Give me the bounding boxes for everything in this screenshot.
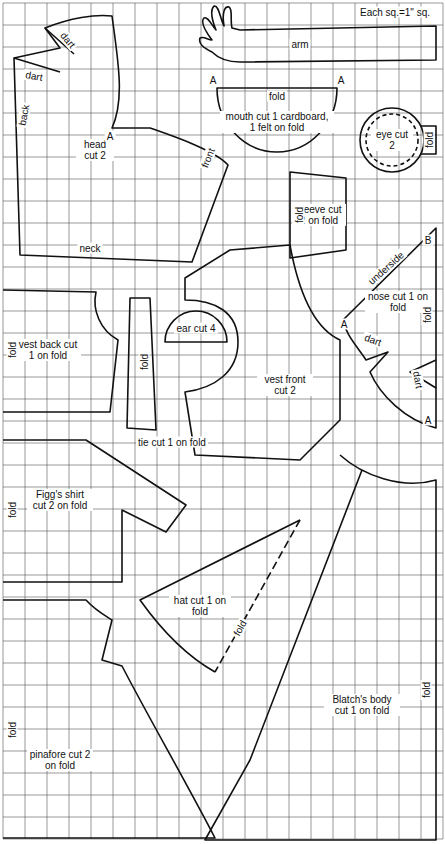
eye-piece [360, 108, 424, 172]
nose-piece [343, 228, 436, 428]
pattern-label: hat cut 1 on fold [169, 595, 231, 617]
grid-line [3, 421, 443, 422]
pattern-label: A [339, 319, 350, 330]
pattern-label: arm [289, 39, 310, 50]
grid-line [3, 201, 443, 202]
grid-line [3, 3, 443, 4]
pattern-label: pinafore cut 2 on fold [27, 749, 93, 771]
vest-front-piece [185, 245, 340, 460]
arm-piece [200, 6, 436, 62]
pinafore-piece [3, 600, 215, 838]
pattern-label: ear cut 4 [174, 323, 218, 334]
tie-piece [127, 298, 156, 430]
pattern-label: eye cut 2 [371, 129, 413, 151]
pattern-label: A [336, 75, 347, 86]
grid-line [3, 795, 443, 796]
pattern-label: back [16, 102, 31, 129]
pattern-label: vest front cut 2 [257, 374, 313, 396]
grid-line [3, 619, 443, 620]
pattern-label: fold [424, 130, 435, 150]
pattern-label: A [105, 131, 116, 142]
grid-line [3, 531, 443, 532]
shirt-piece [3, 440, 186, 582]
hat-piece [140, 520, 300, 672]
pattern-label: Figg's shirt cut 2 on fold [27, 489, 93, 511]
grid-line [3, 223, 443, 224]
pattern-label: dart [23, 69, 46, 84]
pattern-label: dart [411, 369, 426, 392]
sleeve-piece [290, 172, 346, 258]
pattern-label: neck [77, 243, 102, 254]
pattern-label: mouth cut 1 cardboard, 1 felt on fold [220, 111, 334, 133]
body-piece [205, 455, 436, 840]
pattern-label: fold [267, 91, 287, 102]
grid-line [3, 157, 443, 158]
pattern-label: fold [294, 205, 305, 225]
pattern-label: fold [422, 305, 433, 325]
grid-line [3, 553, 443, 554]
pattern-label: A [208, 75, 219, 86]
grid-line [3, 69, 443, 70]
vest-back-piece [3, 290, 118, 412]
pattern-label: vest back cut 1 on fold [15, 339, 81, 361]
mouth-piece [217, 88, 337, 152]
grid-line [3, 641, 443, 642]
grid [3, 3, 443, 839]
grid-line [3, 333, 443, 334]
pattern-label: tie cut 1 on fold [136, 437, 208, 448]
pattern-label: fold [139, 352, 150, 372]
pattern-label: A [423, 415, 434, 426]
eye-inner [366, 114, 418, 166]
pattern-label: fold [230, 617, 249, 640]
pattern-label: Blatch's body cut 1 on fold [324, 694, 400, 716]
pattern-label: B [423, 235, 434, 246]
pattern-label: fold [7, 340, 18, 360]
pattern-label: fold [7, 720, 18, 740]
grid-line [3, 245, 443, 246]
grid-line [3, 465, 443, 466]
eye-tab [421, 126, 436, 154]
pattern-label: Each sq.=1" sq. [358, 7, 432, 18]
grid-line [3, 399, 443, 400]
pattern-label: underside [365, 248, 408, 288]
grid-line [3, 289, 443, 290]
pattern-label: fold [7, 500, 18, 520]
grid-line [3, 663, 443, 664]
grid-line [3, 487, 443, 488]
pattern-label: dart [361, 331, 385, 349]
grid-line [3, 773, 443, 774]
pattern-label: head cut 2 [76, 139, 114, 161]
pattern-label: fold [421, 680, 432, 700]
grid-line [3, 575, 443, 576]
grid-line [3, 817, 443, 818]
head-piece [14, 16, 228, 263]
grid-line [3, 685, 443, 686]
grid-line [3, 443, 443, 444]
grid-line [3, 91, 443, 92]
grid-line [3, 729, 443, 730]
ear-piece [165, 311, 227, 342]
